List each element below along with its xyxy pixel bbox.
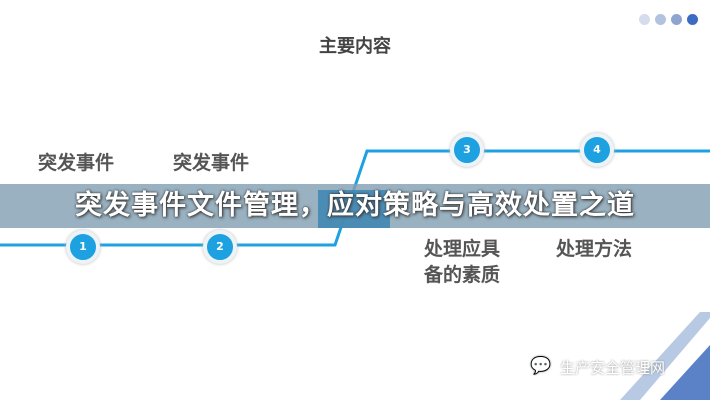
decor-dot	[639, 14, 650, 25]
item-4-text: 处理方法	[556, 238, 633, 260]
item-2-text: 突发事件	[173, 152, 250, 174]
banner-title: 突发事件文件管理，应对策略与高效处置之道	[75, 190, 635, 221]
decor-dot	[687, 14, 698, 25]
step-1-circle: 1	[66, 230, 100, 264]
corner-stripe-dark	[660, 345, 710, 400]
watermark-text: 生产安全管理网	[560, 359, 666, 377]
item-3-text-line1: 处理应具	[424, 238, 501, 260]
decor-dot	[671, 14, 682, 25]
step-4-circle: 4	[580, 133, 614, 167]
step-2-circle: 2	[203, 230, 237, 264]
item-1-text: 突发事件	[38, 152, 115, 174]
slide-title: 主要内容	[319, 36, 391, 57]
banner-accent-box	[318, 190, 390, 228]
step-3-circle: 3	[450, 133, 484, 167]
corner-stripe-light	[620, 312, 710, 400]
item-3-text-line2: 备的素质	[424, 264, 501, 286]
wechat-icon: 💬	[530, 356, 552, 376]
decor-dot	[655, 14, 666, 25]
